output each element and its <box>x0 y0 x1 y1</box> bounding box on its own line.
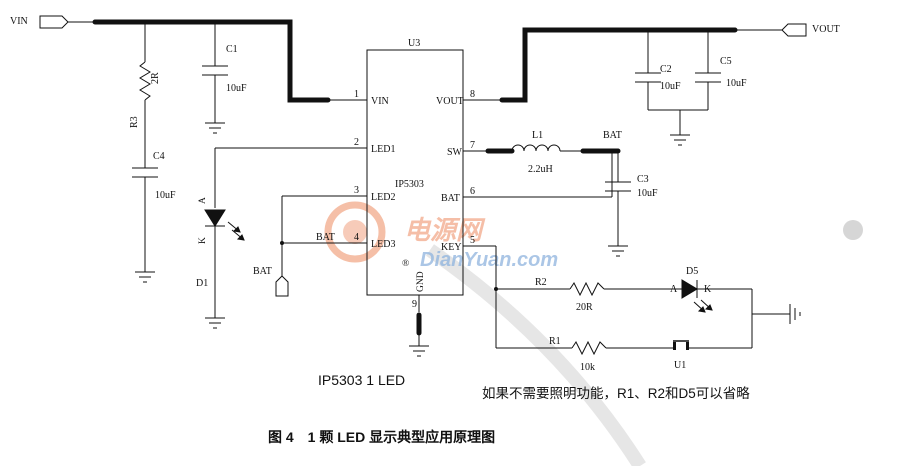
chip-ref: U3 <box>408 38 420 49</box>
pin2-num: 2 <box>354 137 359 148</box>
pin4-num: 4 <box>354 232 359 243</box>
r3-value: 2R <box>150 72 161 84</box>
pin5-name: KEY <box>441 242 462 253</box>
d1-ref: D1 <box>196 278 208 289</box>
l1-inductor <box>511 144 561 152</box>
u1-push-button <box>668 340 752 350</box>
net-label-bat-top: BAT <box>603 130 622 141</box>
junction-led3 <box>280 241 284 245</box>
ground-symbol-chip <box>409 345 429 357</box>
r2-value: 20R <box>576 302 593 313</box>
ground-symbol-d1 <box>205 317 225 329</box>
c5-value: 10uF <box>726 78 747 89</box>
pin3-num: 3 <box>354 185 359 196</box>
pin7-name: SW <box>447 147 463 158</box>
r1-resistor <box>571 340 607 356</box>
net-label-bat-wire: BAT <box>316 232 335 243</box>
pin8-name: VOUT <box>436 96 464 107</box>
pin3-name: LED2 <box>371 192 395 203</box>
u1-ref: U1 <box>674 360 686 371</box>
l1-value: 2.2uH <box>528 164 553 175</box>
c1-value: 10uF <box>226 83 247 94</box>
c3-value: 10uF <box>637 188 658 199</box>
d5-diode <box>681 279 698 299</box>
vin-port <box>39 15 69 29</box>
model-caption: IP5303 1 LED <box>318 372 405 388</box>
d5-cathode: K <box>704 284 712 295</box>
d5-light-arrows <box>693 299 713 313</box>
d5-anode: A <box>670 284 678 295</box>
pin1-name: VIN <box>371 96 389 107</box>
pin8-num: 8 <box>470 89 475 100</box>
watermark-cn: 电源网 <box>404 215 486 245</box>
c5-ref: C5 <box>720 56 732 67</box>
pin9-name: GND <box>416 271 426 292</box>
watermark-reg: ® <box>402 258 409 269</box>
r3-resistor <box>139 61 151 101</box>
r1-ref: R1 <box>549 336 561 347</box>
net-label-bat-side: BAT <box>253 266 272 277</box>
c2-ref: C2 <box>660 64 672 75</box>
vin-bus-wire <box>92 19 331 103</box>
note-caption: 如果不需要照明功能，R1、R2和D5可以省略 <box>482 386 750 401</box>
watermark-logo: 电源网 DianYuan.com ® <box>324 201 558 271</box>
r3-ref: R3 <box>129 116 140 128</box>
ground-symbol-c1 <box>205 122 225 134</box>
l1-ref: L1 <box>532 130 543 141</box>
ground-symbol-vout <box>670 134 690 146</box>
c1-ref: C1 <box>226 44 238 55</box>
ground-symbol-right <box>789 304 801 324</box>
c2-value: 10uF <box>660 81 681 92</box>
bat-port <box>275 275 289 297</box>
figure-caption: 图 4 1 颗 LED 显示典型应用原理图 <box>268 429 495 445</box>
r2-resistor <box>569 281 605 297</box>
pin4-name: LED3 <box>371 239 395 250</box>
c4-ref: C4 <box>153 151 165 162</box>
c3-ref: C3 <box>637 174 649 185</box>
watermark-en: DianYuan.com <box>420 249 558 271</box>
chip-name: IP5303 <box>395 179 424 190</box>
pin9-num: 9 <box>412 299 417 310</box>
vout-port <box>781 23 807 37</box>
net-label-vout: VOUT <box>812 24 840 35</box>
net-label-vin: VIN <box>10 16 28 27</box>
d1-light-arrows <box>227 221 245 241</box>
d1-cathode: K <box>198 237 208 244</box>
d1-diode <box>204 209 226 227</box>
pin6-num: 6 <box>470 186 475 197</box>
background-dot <box>843 220 863 240</box>
pin7-num: 7 <box>470 140 475 151</box>
chip-u3-body <box>366 49 464 296</box>
ground-symbol-c4 <box>135 271 155 283</box>
r1-value: 10k <box>580 362 595 373</box>
pin6-name: BAT <box>441 193 460 204</box>
d1-anode: A <box>198 197 208 204</box>
d5-ref: D5 <box>686 266 698 277</box>
pin2-name: LED1 <box>371 144 395 155</box>
ground-symbol-c3 <box>608 245 628 257</box>
c4-value: 10uF <box>155 190 176 201</box>
pin1-num: 1 <box>354 89 359 100</box>
vout-bus-wire <box>499 27 738 103</box>
pin5-num: 5 <box>470 235 475 246</box>
r2-ref: R2 <box>535 277 547 288</box>
